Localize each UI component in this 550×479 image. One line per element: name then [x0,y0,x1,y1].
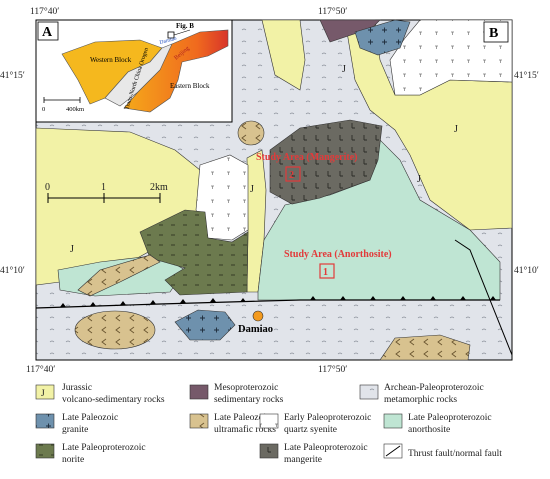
legend-syenite-line2: quartz syenite [284,425,337,435]
legend-mang-line2: mangerite [284,455,322,465]
legend-swatch-metamorphic [359,384,379,400]
legend-anor-line2: anorthosite [408,425,450,435]
legend-swatch-mangerite [259,443,279,459]
legend-jurassic-line1: Jurassic [62,383,92,393]
legend-meta-line2: metamorphic rocks [384,395,457,405]
legend-syenite-line1: Early Paleoproterozoic [284,413,371,423]
scalebar-1: 1 [101,182,106,193]
legend-meta-line1: Archean-Paleoproterozoic [384,383,484,393]
granite-unit-south [174,309,236,341]
ultramafic-body-west [77,254,161,297]
scalebar-2km: 2km [150,182,168,193]
legend-jurassic-line2: volcano-sedimentary rocks [62,395,165,405]
j-label-1: J [342,64,346,75]
panel-a-label: A [42,25,53,40]
coord-bottom-1: 117°40′ [26,364,55,375]
inset-study-area-label: Damiao [159,36,178,46]
legend-norite-line2: norite [62,455,84,465]
inset-western-block-label: Western Block [90,56,132,64]
study-area-mangerite-label: Study Area (Mangerite) [256,152,357,163]
panel-b-label: B [489,26,498,41]
inset-eastern-block [123,29,229,113]
legend-ultra-line1: Late Paleozoic [214,413,270,423]
ultramafic-body-southeast [379,334,471,361]
norite-unit [139,209,249,296]
inset-scale-400: 400km [66,106,84,113]
inset-scale-0: 0 [42,106,45,113]
granite-unit-north [354,19,411,56]
inset-map: A Fig. B Western Block Eastern Block Tra… [35,19,233,123]
legend-swatch-norite [35,443,55,459]
legend-swatch-jurassic [35,384,55,400]
legend-granite-line2: granite [62,425,88,435]
study-area-1-number: 1 [323,267,328,278]
coord-top-1: 117°40′ [30,6,59,17]
legend-swatch-ultramafic [189,413,209,429]
legend-granite-line1: Late Paleozoic [62,413,118,423]
coord-right-1: 41°15′ [514,70,539,81]
study-area-2-number: 2 [289,170,294,181]
coord-left-2: 41°10′ [0,265,25,276]
normal-fault [454,239,513,356]
main-map: 117°40′ 117°50′ 117°40′ 117°50′ 41°15′ 4… [0,6,539,375]
jurassic-unit-north [261,19,306,91]
j-label-3: J [417,174,421,185]
inset-eastern-block-label: Eastern Block [170,82,210,90]
j-label-5: J [70,244,74,255]
coord-bottom-2: 117°50′ [318,364,347,375]
legend-mang-line1: Late Paleoproterozoic [284,443,368,453]
j-label-2: J [454,124,458,135]
legend: J Jurassic volcano-sedimentary rocks Mes… [35,383,502,465]
legend-fault-line1: Thrust fault/normal fault [408,448,502,459]
legend-meso-line1: Mesoproterozoic [214,383,278,393]
ultramafic-body-north [237,120,265,146]
jurassic-unit-northeast [344,19,513,231]
coord-top-2: 117°50′ [318,6,347,17]
legend-meso-line2: sedimentary rocks [214,395,284,405]
coord-left-1: 41°15′ [0,70,25,81]
legend-norite-line1: Late Paleoproterozoic [62,443,146,453]
study-area-anorthosite-label: Study Area (Anorthosite) [284,249,392,260]
inset-fig-b-label: Fig. B [176,22,194,30]
mangerite-unit [269,119,383,205]
legend-symbol-jurassic: J [41,389,45,399]
ultramafic-body-southwest [74,310,156,350]
thrust-fault-teeth [60,296,496,307]
legend-swatch-anorthosite [383,413,403,429]
legend-swatch-granite [35,413,55,429]
scalebar-0: 0 [45,182,50,193]
j-label-4: J [250,184,254,195]
damiao-town-marker [252,310,264,322]
damiao-town-label: Damiao [238,324,273,335]
anorthosite-unit [257,139,501,301]
legend-ultra-line2: ultramafic rocks [214,424,276,435]
legend-fault-symbol [385,445,401,457]
legend-swatch-syenite [259,413,279,429]
coord-right-2: 41°10′ [514,265,539,276]
legend-anor-line1: Late Paleoproterozoic [408,413,492,423]
legend-swatch-mesoproterozoic [189,384,209,400]
map-scalebar: 0 1 2km [45,182,168,203]
